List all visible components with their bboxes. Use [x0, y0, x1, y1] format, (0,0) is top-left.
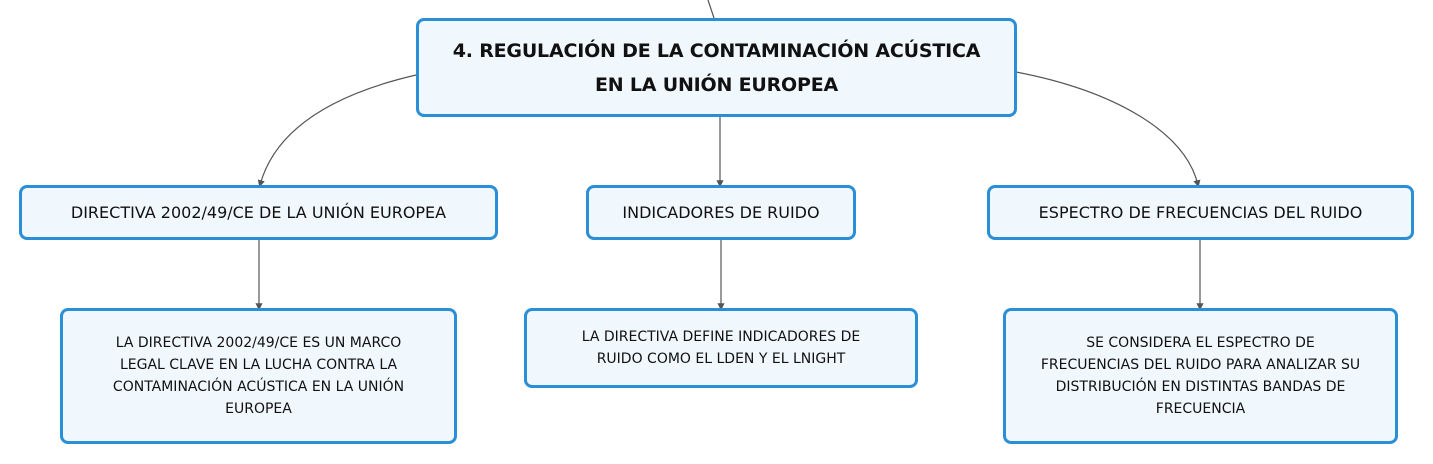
detail-line: RUIDO COMO EL LDEN Y EL LNIGHT [596, 351, 846, 367]
root-title-line-2: EN LA UNIÓN EUROPEA [595, 73, 838, 96]
detail-line: LA DIRECTIVA 2002/49/CE ES UN MARCO [115, 335, 402, 351]
detail-node-espectro[interactable]: SE CONSIDERA EL ESPECTRO DE FRECUENCIAS … [1003, 308, 1398, 444]
detail-line: LEGAL CLAVE EN LA LUCHA CONTRA LA [119, 357, 398, 373]
topic-node-indicadores[interactable]: INDICADORES DE RUIDO [586, 185, 856, 240]
detail-line: EUROPEA [225, 401, 292, 417]
topic-label-espectro: ESPECTRO DE FRECUENCIAS DEL RUIDO [1038, 203, 1363, 222]
detail-line: SE CONSIDERA EL ESPECTRO DE [1086, 335, 1315, 351]
edge-root-to-directiva [257, 74, 417, 188]
topic-label-indicadores: INDICADORES DE RUIDO [622, 203, 820, 222]
detail-line: CONTAMINACIÓN ACÚSTICA EN LA UNIÓN [112, 379, 405, 395]
root-topic-node[interactable]: 4. REGULACIÓN DE LA CONTAMINACIÓN ACÚSTI… [416, 18, 1017, 117]
detail-node-directiva[interactable]: LA DIRECTIVA 2002/49/CE ES UN MARCO LEGA… [60, 308, 457, 444]
topic-node-espectro[interactable]: ESPECTRO DE FRECUENCIAS DEL RUIDO [987, 185, 1414, 240]
edge-root-to-espectro [1015, 71, 1201, 188]
detail-node-indicadores[interactable]: LA DIRECTIVA DEFINE INDICADORES DE RUIDO… [524, 308, 918, 388]
detail-line: LA DIRECTIVA DEFINE INDICADORES DE [581, 329, 861, 345]
detail-line: FRECUENCIA [1155, 401, 1246, 417]
edge-incoming [707, 0, 715, 19]
topic-node-directiva[interactable]: DIRECTIVA 2002/49/CE DE LA UNIÓN EUROPEA [19, 185, 498, 240]
root-title-line-1: 4. REGULACIÓN DE LA CONTAMINACIÓN ACÚSTI… [452, 39, 981, 62]
detail-line: FRECUENCIAS DEL RUIDO PARA ANALIZAR SU [1040, 357, 1361, 373]
detail-line: DISTRIBUCIÓN EN DISTINTAS BANDAS DE [1055, 379, 1346, 395]
topic-label-directiva: DIRECTIVA 2002/49/CE DE LA UNIÓN EUROPEA [70, 203, 447, 222]
